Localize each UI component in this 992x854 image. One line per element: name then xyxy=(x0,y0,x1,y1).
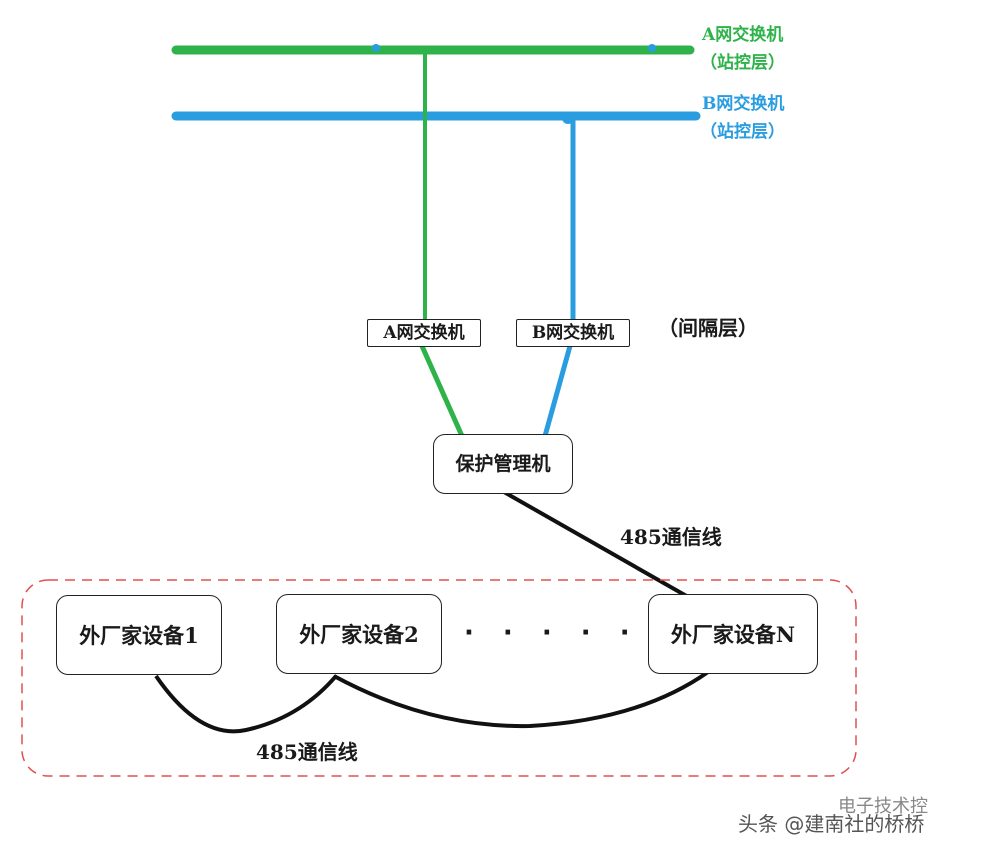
bay-a-switch-label: A网交换机 xyxy=(383,322,465,343)
bay-layer-label: （间隔层） xyxy=(658,316,758,340)
device-ellipsis: · · · · · · xyxy=(464,618,679,648)
upper-485-label: 485通信线 xyxy=(620,525,722,549)
a-to-manager-line xyxy=(419,344,465,438)
watermark-logo-text: 电子技术控 xyxy=(838,796,928,817)
bay-b-switch-label: B网交换机 xyxy=(531,322,615,343)
manager-to-device-n-line xyxy=(503,490,691,600)
device1-to-device2-line xyxy=(154,674,338,734)
b-to-manager-line xyxy=(542,345,573,437)
station-a-switch-label: A网交换机 xyxy=(702,25,784,45)
device-n-label: 外厂家设备N xyxy=(670,621,796,647)
bay-a-switch-box: A网交换机 xyxy=(367,319,481,347)
protection-manager-box: 保护管理机 xyxy=(433,434,573,494)
bus-a-joint xyxy=(372,44,380,52)
station-a-layer-label: （站控层） xyxy=(700,53,785,73)
station-b-switch-label: B网交换机 xyxy=(702,94,785,114)
bus-a-joint-2 xyxy=(648,44,656,52)
device2-to-devicen-line xyxy=(333,670,710,729)
device-group-border xyxy=(21,579,857,777)
device-n-box: 外厂家设备N xyxy=(648,594,818,674)
device-2-label: 外厂家设备2 xyxy=(299,621,419,647)
device-1-box: 外厂家设备1 xyxy=(56,595,222,675)
station-b-layer-label: （站控层） xyxy=(700,122,785,142)
watermark-text: 头条 @建南社的桥桥 xyxy=(738,812,925,836)
device-1-label: 外厂家设备1 xyxy=(79,622,199,648)
lower-485-label: 485通信线 xyxy=(256,740,358,764)
protection-manager-label: 保护管理机 xyxy=(455,452,551,475)
device-2-box: 外厂家设备2 xyxy=(276,594,442,674)
bay-b-switch-box: B网交换机 xyxy=(516,319,630,347)
